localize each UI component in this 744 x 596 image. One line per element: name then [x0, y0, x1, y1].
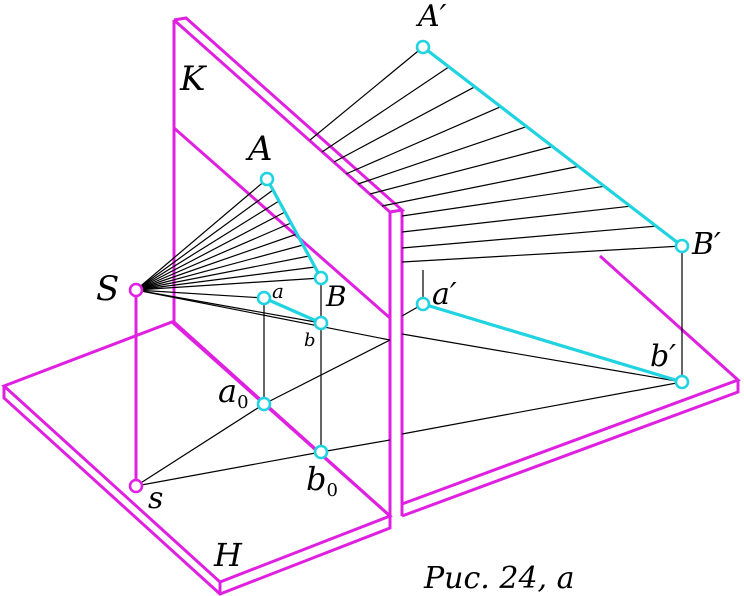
ray-s-to-a0 [135, 403, 265, 487]
ray-k-to-ab-prime [401, 225, 657, 249]
label-a0: a0 [218, 372, 249, 413]
ray-s-to-ab [135, 178, 268, 291]
ray-k-to-ab-prime [369, 145, 553, 195]
point-a [259, 171, 275, 187]
point-b [313, 270, 329, 286]
ray-s-to-b0 [135, 451, 322, 487]
ray-k-to-ab-prime [309, 46, 424, 141]
ray-k-to-ab-prime [345, 106, 501, 175]
point-s-lower [128, 478, 144, 494]
ray-k-to-ab-prime [381, 165, 579, 207]
vertical-projectors [134, 246, 683, 486]
point-b-lower-prime [674, 374, 690, 390]
vertical-plane-k [172, 16, 406, 520]
figure-caption: Рис. 24, а [423, 561, 575, 596]
ray-k-to-ab-prime [401, 185, 605, 217]
label-b-lower-prime: b′ [650, 339, 676, 374]
ray-s-to-ab [135, 277, 322, 291]
ray-k-to-ab-prime [401, 245, 683, 263]
projection-rays [135, 46, 683, 487]
labels: K A S a B b a0 b0 s H A′ B′ a′ b′ Рис. 2… [96, 0, 721, 596]
plane-k-ground-trace [173, 126, 391, 320]
ray-s-to-ab [135, 233, 298, 291]
point-b-small [313, 315, 329, 331]
plane-k-thickness [173, 16, 406, 214]
point-b-prime [674, 238, 690, 254]
label-a-prime: A′ [415, 0, 447, 34]
plane-h-right-edge [401, 380, 740, 518]
ray-s-to-ab [135, 211, 286, 291]
label-a: A [245, 129, 273, 169]
label-s-lower: s [148, 481, 163, 516]
segment-ab [265, 178, 323, 279]
label-b: B [325, 280, 347, 313]
ray-s-to-ab [135, 266, 316, 291]
point-a-lower-prime [415, 296, 431, 312]
label-b-small: b [304, 330, 316, 351]
segments [263, 45, 683, 384]
ray-s-to-ab [135, 189, 274, 291]
label-a-lower-prime: a′ [432, 277, 457, 312]
point-a-small [256, 290, 272, 306]
points [128, 39, 690, 494]
ray-s-to-ab [135, 244, 304, 291]
ray-s-to-ab [135, 255, 310, 291]
label-b0: b0 [306, 460, 338, 501]
ray-k-to-ab-prime [321, 66, 450, 153]
point-s-upper [128, 282, 144, 298]
ray-a0-continue [263, 339, 391, 405]
plane-k-front [172, 18, 392, 520]
ray-to-b-prime-lower [401, 381, 683, 435]
ray-k-to-ab-prime [357, 126, 527, 185]
ray-s-to-a-small [135, 289, 265, 299]
ray-to-b-prime-upper [401, 333, 683, 383]
point-b0 [313, 444, 329, 460]
segment-ab-prime [422, 45, 683, 248]
point-a-prime [415, 39, 431, 55]
label-a-small: a [272, 279, 284, 303]
segment-ab-projection [263, 296, 322, 325]
label-s: S [96, 269, 119, 309]
ray-k-to-ab-prime [401, 205, 631, 233]
ray-k-to-ab-prime [333, 86, 476, 163]
label-k: K [179, 59, 208, 99]
ray-s-to-ab [135, 222, 292, 291]
label-b-prime: B′ [691, 227, 721, 262]
label-h: H [213, 536, 243, 574]
segment-ab-lower-prime [422, 302, 683, 384]
ray-b0-continue [320, 439, 391, 453]
ray-s-to-ab [135, 200, 280, 291]
ray-s-to-k-lower [135, 289, 391, 341]
point-a0 [256, 396, 272, 412]
